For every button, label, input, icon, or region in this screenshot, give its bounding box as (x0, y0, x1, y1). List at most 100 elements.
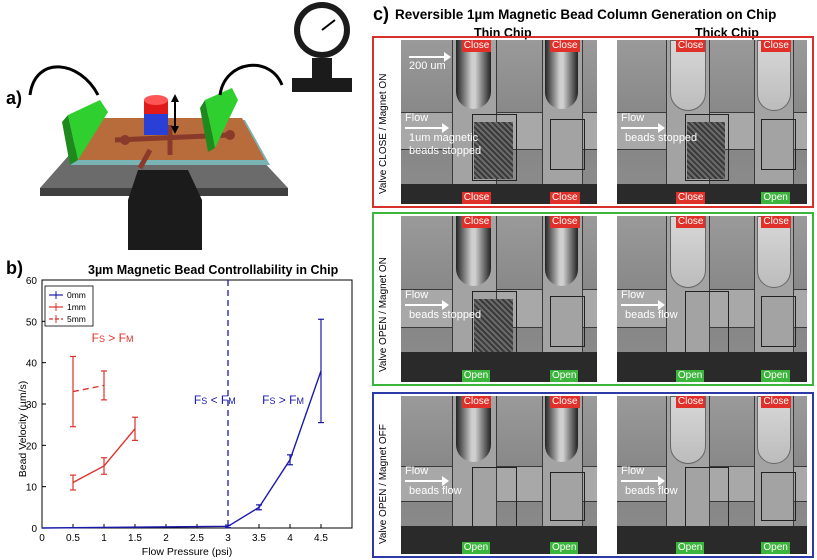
valve-state-tag-top: Close (761, 216, 791, 228)
scale-bar-label: 200 um (409, 60, 446, 72)
row-condition-label: Valve CLOSE / Magnet ON (378, 73, 389, 194)
annotation-subscript: M (296, 396, 304, 406)
x-tick-label: 3 (225, 533, 231, 544)
y-tick-label: 60 (26, 276, 38, 287)
flow-description: beads flow (625, 309, 678, 321)
x-tick-label: 4.5 (314, 533, 328, 544)
valve-state-tag-top: Close (461, 396, 492, 408)
valve-state-tag-bottom: Open (675, 542, 705, 554)
valve-state-tag-top: Close (461, 40, 492, 52)
valve-state-tag-bottom: Open (461, 542, 491, 554)
series-line-5mm (72, 384, 105, 393)
flow-arrow-icon (405, 476, 449, 486)
bead-chamber (549, 471, 586, 522)
y-tick-label: 40 (26, 359, 38, 370)
flow-label: Flow (405, 112, 429, 124)
flow-description: beads stopped (625, 132, 698, 144)
valve-state-tag-bottom: Open (761, 370, 790, 382)
valve-state-tag-top: Close (675, 396, 706, 408)
bead-chamber (685, 290, 730, 360)
annotation-text: > F (105, 331, 126, 345)
bead-column (687, 122, 726, 180)
annotation-subscript: S (269, 396, 275, 406)
valve-state-tag-bottom: Open (675, 370, 705, 382)
flow-arrow-icon (405, 123, 449, 133)
bead-chamber (549, 295, 586, 348)
chart-title: 3µm Magnetic Bead Controllability in Chi… (88, 263, 339, 277)
force-annotation: FS > FM (262, 393, 304, 407)
annotation-subscript: M (228, 396, 236, 406)
legend-label-5mm: 5mm (67, 314, 86, 324)
flow-description: beads flow (625, 485, 678, 497)
y-tick-label: 30 (26, 400, 38, 411)
force-annotation: FS > FM (92, 331, 134, 345)
flow-description: beads stopped (409, 309, 482, 321)
legend-label-1mm: 1mm (67, 302, 86, 312)
condition-row-2 (372, 212, 814, 386)
tubing-right (218, 63, 284, 96)
bead-chamber (549, 118, 586, 170)
bead-chamber (761, 118, 796, 170)
valve-state-tag-top: Close (761, 396, 791, 408)
valve-state-tag-top: Close (549, 216, 580, 228)
condition-row-3 (372, 392, 814, 558)
annotation-text: F (92, 331, 99, 345)
bead-chamber (761, 471, 796, 522)
annotation-subscript: S (99, 334, 105, 344)
annotation-text: F (194, 393, 201, 407)
bead-chamber (685, 113, 730, 182)
bead-column (473, 122, 513, 180)
valve-state-tag-bottom: Close (549, 192, 580, 204)
x-tick-label: 0.5 (66, 533, 80, 544)
annotation-text: F (262, 393, 269, 407)
x-tick-label: 2 (163, 533, 169, 544)
annotation-text: < F (207, 393, 228, 407)
flow-label: Flow (405, 465, 429, 477)
flow-label: Flow (621, 465, 645, 477)
valve-state-tag-bottom: Close (675, 192, 706, 204)
y-axis-label: Bead Velocity (µm/s) (17, 381, 29, 478)
scale-bar (409, 52, 451, 62)
x-tick-label: 0 (39, 533, 45, 544)
valve-state-tag-bottom: Open (549, 542, 579, 554)
flow-arrow-icon (405, 300, 449, 310)
clamp-left (68, 100, 108, 160)
valve-state-tag-top: Close (549, 396, 580, 408)
y-tick-label: 0 (31, 524, 37, 535)
valve-state-tag-top: Close (461, 216, 492, 228)
bead-chamber (471, 467, 517, 533)
setup-illustration (28, 2, 352, 250)
legend-label-0mm: 0mm (67, 290, 86, 300)
x-tick-label: 4 (287, 533, 293, 544)
y-tick-label: 20 (26, 441, 38, 452)
flow-label: Flow (621, 112, 645, 124)
flow-description: beads flow (409, 485, 462, 497)
bead-layer-bottom (401, 184, 597, 204)
y-tick-label: 50 (26, 317, 38, 328)
force-annotation: FS < FM (194, 393, 236, 407)
panel-c-title: Reversible 1µm Magnetic Bead Column Gene… (395, 7, 777, 22)
panel-b-letter: b) (6, 258, 23, 278)
x-tick-label: 2.5 (190, 533, 204, 544)
valve-state-tag-bottom: Open (761, 192, 790, 204)
condition-row-1 (372, 36, 814, 208)
panel-c-letter: c) (373, 4, 390, 24)
valve-state-tag-top: Close (675, 40, 706, 52)
valve-state-tag-bottom: Open (761, 542, 790, 554)
x-tick-label: 1.5 (128, 533, 142, 544)
flow-label: Flow (405, 289, 429, 301)
valve-state-tag-bottom: Open (461, 370, 491, 382)
gauge-base (292, 78, 352, 92)
valve-state-tag-top: Close (549, 40, 580, 52)
annotation-text: > F (275, 393, 296, 407)
row-condition-label: Valve OPEN / Magnet OFF (378, 424, 389, 544)
flow-arrow-icon (621, 300, 665, 310)
bead-chamber (761, 295, 796, 348)
valve-state-tag-top: Close (761, 40, 791, 52)
